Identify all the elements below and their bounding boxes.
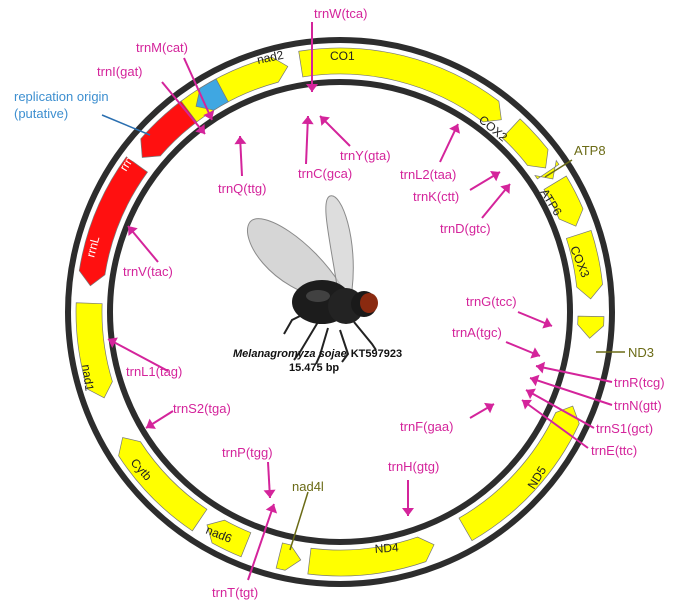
trna-label-trnP: trnP(tgg) <box>222 445 273 460</box>
trna-label-trnL1: trnL1(tag) <box>126 364 182 379</box>
olive-label-nd3: ND3 <box>628 345 654 360</box>
trna-leader-trnR <box>536 366 612 382</box>
trna-label-trnG: trnG(tcc) <box>466 294 517 309</box>
trna-label-trnR: trnR(tcg) <box>614 375 665 390</box>
trna-label-trnH: trnH(gtg) <box>388 459 439 474</box>
trna-label-trnM: trnM(cat) <box>136 40 188 55</box>
origin-label-line2: (putative) <box>14 106 68 121</box>
trna-label-trnN: trnN(gtt) <box>614 398 662 413</box>
trna-label-trnS1: trnS1(gct) <box>596 421 653 436</box>
trna-label-trnS2: trnS2(tga) <box>173 401 231 416</box>
trna-label-trnF: trnF(gaa) <box>400 419 453 434</box>
trna-label-trnQ: trnQ(ttg) <box>218 181 266 196</box>
trna-label-trnA: trnA(tgc) <box>452 325 502 340</box>
gene-nad4l <box>276 543 301 570</box>
gene-label-co1: CO1 <box>330 49 355 63</box>
trna-leader-trnT <box>248 504 274 580</box>
origin-label-line1: replication origin <box>14 89 109 104</box>
trna-label-trnT: trnT(tgt) <box>212 585 258 600</box>
trna-label-trnE: trnE(ttc) <box>591 443 637 458</box>
genome-length: 15.475 bp <box>289 362 339 374</box>
olive-label-atp8: ATP8 <box>574 143 606 158</box>
trna-label-trnL2: trnL2(taa) <box>400 167 456 182</box>
trna-marker-trnR <box>536 362 545 374</box>
trna-marker-trnP <box>264 490 276 498</box>
trna-marker-trnQ <box>234 136 246 144</box>
trna-label-trnD: trnD(gtc) <box>440 221 491 236</box>
trna-label-trnW: trnW(tca) <box>314 6 367 21</box>
trna-label-trnY: trnY(gta) <box>340 148 391 163</box>
gene-nd3 <box>578 316 604 338</box>
trna-label-trnI: trnI(gat) <box>97 64 143 79</box>
trna-label-trnC: trnC(gca) <box>298 166 352 181</box>
trna-marker-trnH <box>402 508 414 516</box>
fly-illustration <box>248 196 378 364</box>
trna-marker-trnC <box>302 116 314 124</box>
gene-label-nd4: ND4 <box>374 540 399 556</box>
trna-marker-trnE <box>522 400 532 410</box>
trna-label-trnK: trnK(ctt) <box>413 189 459 204</box>
trna-marker-trnW <box>306 84 318 92</box>
olive-label-nad4l: nad4l <box>292 479 324 494</box>
trna-label-trnV: trnV(tac) <box>123 264 173 279</box>
